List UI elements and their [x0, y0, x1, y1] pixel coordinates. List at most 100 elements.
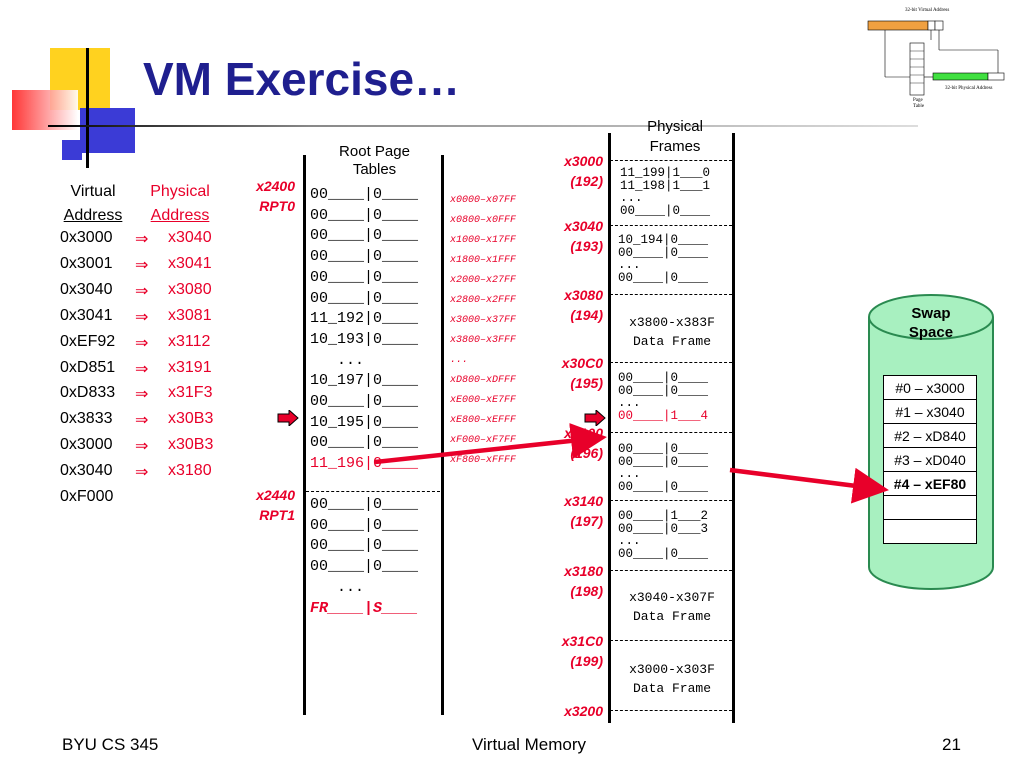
maps-to-arrow-icon: ⇒ — [135, 308, 149, 326]
swap-slot: #3 – xD040 — [884, 447, 976, 471]
mapping-row: 0x3833⇒x30B3 — [60, 410, 230, 434]
physical-address: x3191 — [168, 358, 212, 376]
rpt0-range: xF800–xFFFF — [450, 455, 517, 466]
rpt1-entry: 00____|0____ — [310, 516, 419, 534]
frames-right-border — [732, 133, 735, 723]
rpt0-entry: 00____|0____ — [310, 289, 419, 307]
thumbnail-top-label: 32-bit Virtual Address — [905, 8, 949, 13]
frame-separator — [610, 500, 732, 501]
root-tables-header: Root Page Tables — [339, 143, 410, 178]
rpt0-entry: ... — [310, 351, 365, 369]
address-translation-thumbnail: 32-bit Virtual Address 32-bit Physical A… — [865, 5, 1015, 115]
physical-address: x3040 — [168, 229, 212, 246]
frame-label: x30C0(195) — [561, 355, 603, 391]
mapping-row: 0x3001⇒x3041 — [60, 255, 230, 279]
maps-to-arrow-icon: ⇒ — [135, 282, 149, 300]
rpt0-entry: 10_195|0____ — [310, 413, 419, 431]
rpt1-entry: 00____|0____ — [310, 537, 419, 555]
rpt0-entry: 00____|0____ — [310, 186, 419, 203]
rpt0-range: x3000–x37FF — [450, 315, 517, 326]
frame-separator — [610, 570, 732, 571]
rpt0-range: ... — [450, 355, 469, 366]
rpt1-entry: 00____|0____ — [310, 558, 419, 576]
virtual-address: 0x3000 — [60, 229, 113, 246]
mapping-row: 0x3000⇒x3040 — [60, 229, 230, 253]
frame-label: x3000(192) — [564, 153, 603, 189]
frame-label: x3100(196) — [564, 425, 603, 461]
virtual-address: 0x3833 — [60, 410, 113, 428]
rpt0-range: x0000–x07FF — [450, 195, 517, 206]
physical-address: x30B3 — [168, 410, 214, 428]
frame-label: x3040(193) — [564, 218, 603, 254]
rpt1-entries: 00____|0____ 00____|0____ 00____|0____ 00__… — [310, 495, 418, 619]
frame-separator — [610, 362, 732, 363]
rpt0-range: xD800–xDFFF — [450, 375, 517, 386]
virtual-address: 0xD833 — [60, 384, 116, 402]
physical-address: x31F3 — [168, 384, 213, 402]
rpt0-range: xE800–xEFFF — [450, 415, 517, 426]
rpt0-entries: 00____|0____ 00____|0____ 00____|0____ 00__… — [310, 185, 418, 475]
rpt1-entry: 00____|0____ — [310, 496, 419, 513]
rpt-pointer-icon — [277, 410, 299, 426]
rpt-right-border — [441, 155, 444, 715]
logo-decoration — [0, 40, 918, 170]
rpt0-entry: 10_193|0____ — [310, 330, 419, 348]
maps-to-arrow-icon: ⇒ — [135, 464, 149, 482]
swap-slot — [884, 519, 976, 543]
rpt0-range: x0800–x0FFF — [450, 215, 517, 226]
frame-195-content: 00____|0____00____|0____...00____|1___4 — [618, 371, 709, 423]
virtual-address: 0xF000 — [60, 488, 114, 505]
physical-address: x3080 — [168, 280, 212, 298]
rpt0-range: xF000–xF7FF — [450, 435, 517, 446]
frame-pointer-icon — [584, 410, 606, 426]
rpt-separator — [306, 491, 440, 492]
footer-topic: Virtual Memory — [472, 735, 586, 754]
rpt0-range: x2800–x2FFF — [450, 295, 517, 306]
rpt-left-border — [303, 155, 306, 715]
virtual-address: 0xD851 — [60, 358, 116, 376]
swap-slot: #1 – x3040 — [884, 399, 976, 423]
physical-address: x3081 — [168, 306, 212, 324]
swap-slot: #0 – x3000 — [884, 375, 976, 399]
thumbnail-table-label-1: Page — [913, 98, 924, 103]
rpt0-range: x1000–x17FF — [450, 235, 517, 246]
physical-frames-header: Physical Frames — [647, 118, 703, 155]
footer-slide-number: 21 — [942, 735, 961, 754]
frame-separator — [610, 710, 732, 711]
frame-separator — [610, 160, 732, 161]
mapping-row: 0x3041 ⇒ x3081 — [60, 307, 230, 331]
rpt1-entry: FR____|S____ — [310, 599, 419, 617]
rpt1-entry: ... — [310, 578, 365, 596]
rpt0-entry: 11_196|0____ — [310, 455, 419, 473]
rpt0-range: x1800–x1FFF — [450, 255, 517, 266]
maps-to-arrow-icon: ⇒ — [135, 334, 149, 352]
frame-label: x3140(197) — [564, 493, 603, 529]
virtual-address: 0x3040 — [60, 462, 113, 480]
rpt0-entry: 00____|0____ — [310, 227, 419, 245]
mapping-row: 0x3040 ⇒ x3080 — [60, 281, 230, 305]
frame-to-swap-arrow — [729, 467, 889, 504]
virtual-address: 0x3041 — [60, 306, 113, 324]
frame-196-content: 00____|0____00____|0____...00____|0____ — [618, 442, 709, 494]
thumbnail-bottom-label: 32-bit Physical Address — [945, 86, 993, 91]
frame-label: x3200 — [564, 703, 603, 719]
virtual-address: 0xEF92 — [60, 332, 116, 350]
rpt0-entry: 00____|0____ — [310, 206, 419, 224]
rpt0-range: x2000–x27FF — [450, 275, 517, 286]
mapping-row: 0xD833⇒x31F3 — [60, 384, 230, 408]
frame-separator — [610, 225, 732, 226]
mapping-header-physical: Physical Address — [150, 183, 210, 224]
physical-address: x30B3 — [168, 436, 214, 454]
mapping-row: 0xEF92⇒x3112 — [60, 333, 230, 357]
physical-address: x3041 — [168, 254, 212, 272]
swap-slot: #4 – xEF80 — [884, 471, 976, 495]
maps-to-arrow-icon: ⇒ — [135, 438, 149, 456]
virtual-address: 0x3040 — [60, 280, 113, 298]
